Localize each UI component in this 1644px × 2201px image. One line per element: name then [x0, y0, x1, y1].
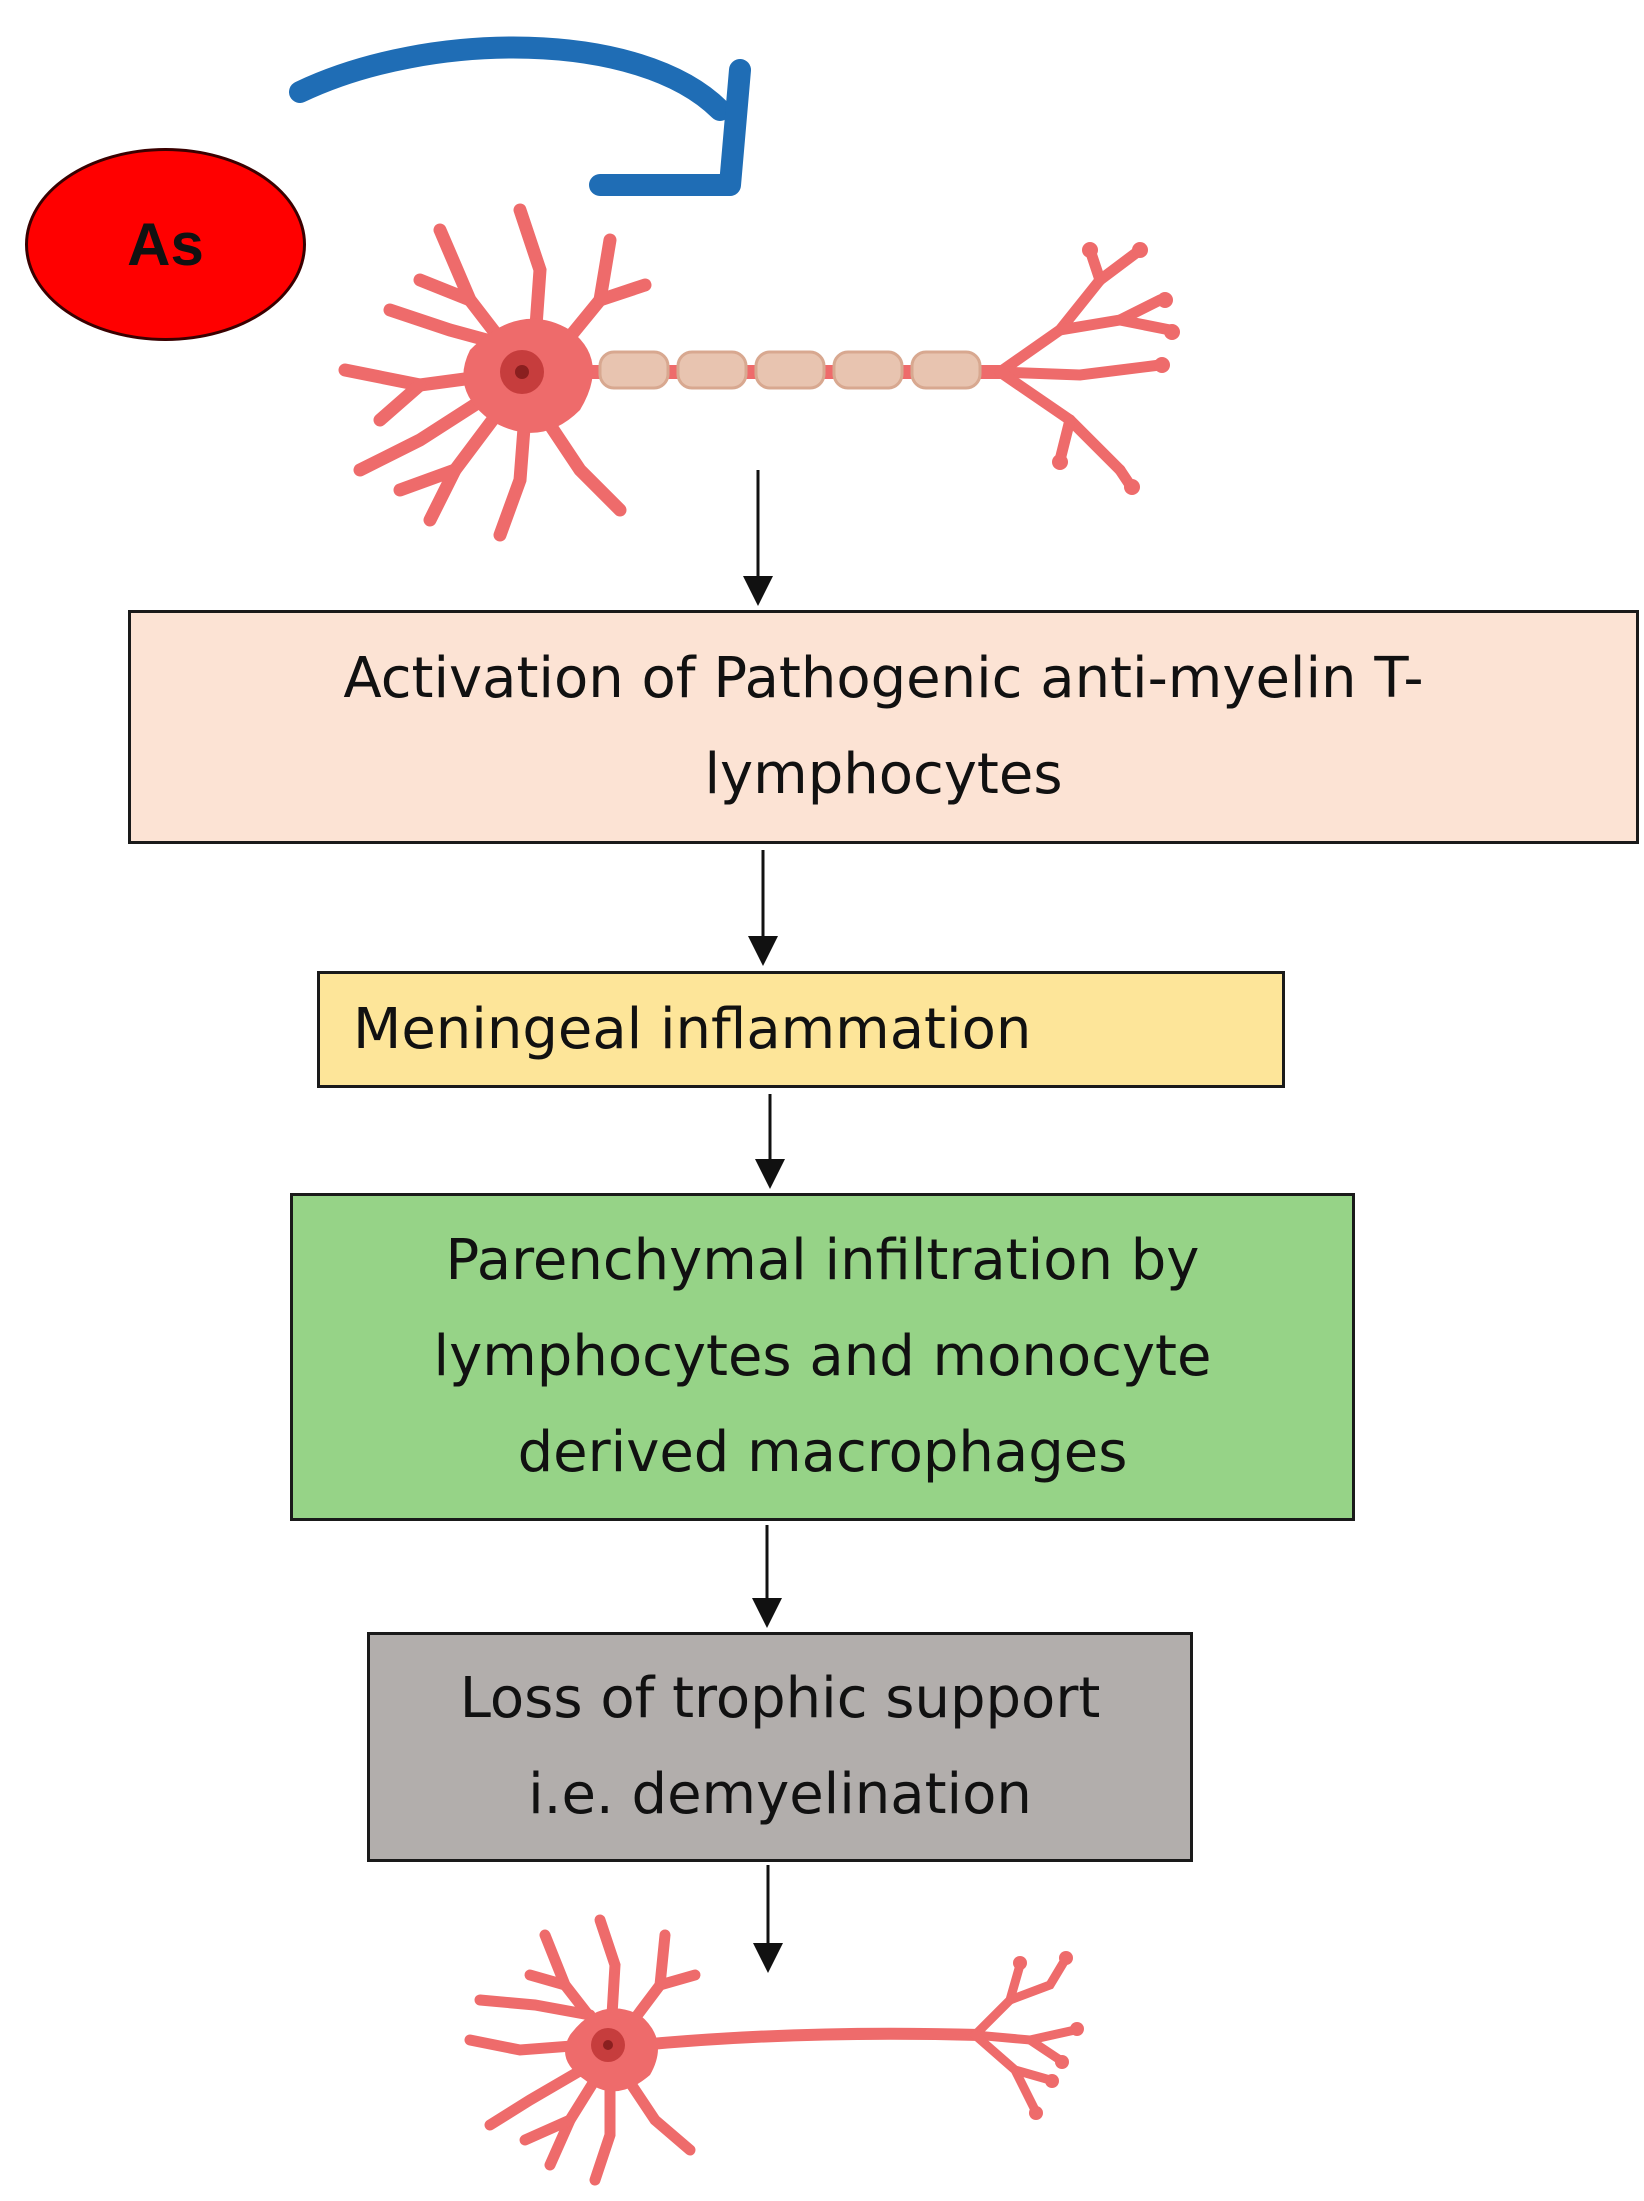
step-parenchymal-line-2: lymphocytes and monocyte	[433, 1324, 1212, 1389]
step-activation-box: Activation of Pathogenic anti-myelin T- …	[128, 610, 1639, 844]
step-meningeal-box: Meningeal inflammation	[317, 971, 1285, 1088]
demyelinated-neuron-icon	[464, 1914, 1084, 2186]
flow-arrows	[743, 470, 785, 1973]
step-parenchymal-box: Parenchymal infiltration by lymphocytes …	[290, 1193, 1355, 1521]
step-activation-line-1: Activation of Pathogenic anti-myelin T-	[343, 646, 1424, 711]
step-loss-box: Loss of trophic support i.e. demyelinati…	[367, 1632, 1193, 1862]
step-meningeal-line-1: Meningeal inflammation	[353, 996, 1032, 1062]
arsenic-label: As	[127, 211, 204, 278]
myelinated-neuron-icon	[338, 203, 1180, 542]
step-activation-line-2: lymphocytes	[704, 742, 1063, 807]
step-parenchymal-line-3: derived macrophages	[517, 1420, 1128, 1485]
arsenic-agent-node: As	[25, 148, 306, 341]
step-loss-line-1: Loss of trophic support	[459, 1666, 1101, 1731]
step-loss-line-2: i.e. demyelination	[528, 1762, 1032, 1827]
step-parenchymal-line-1: Parenchymal infiltration by	[445, 1228, 1200, 1293]
curved-arrow-icon	[289, 36, 751, 196]
